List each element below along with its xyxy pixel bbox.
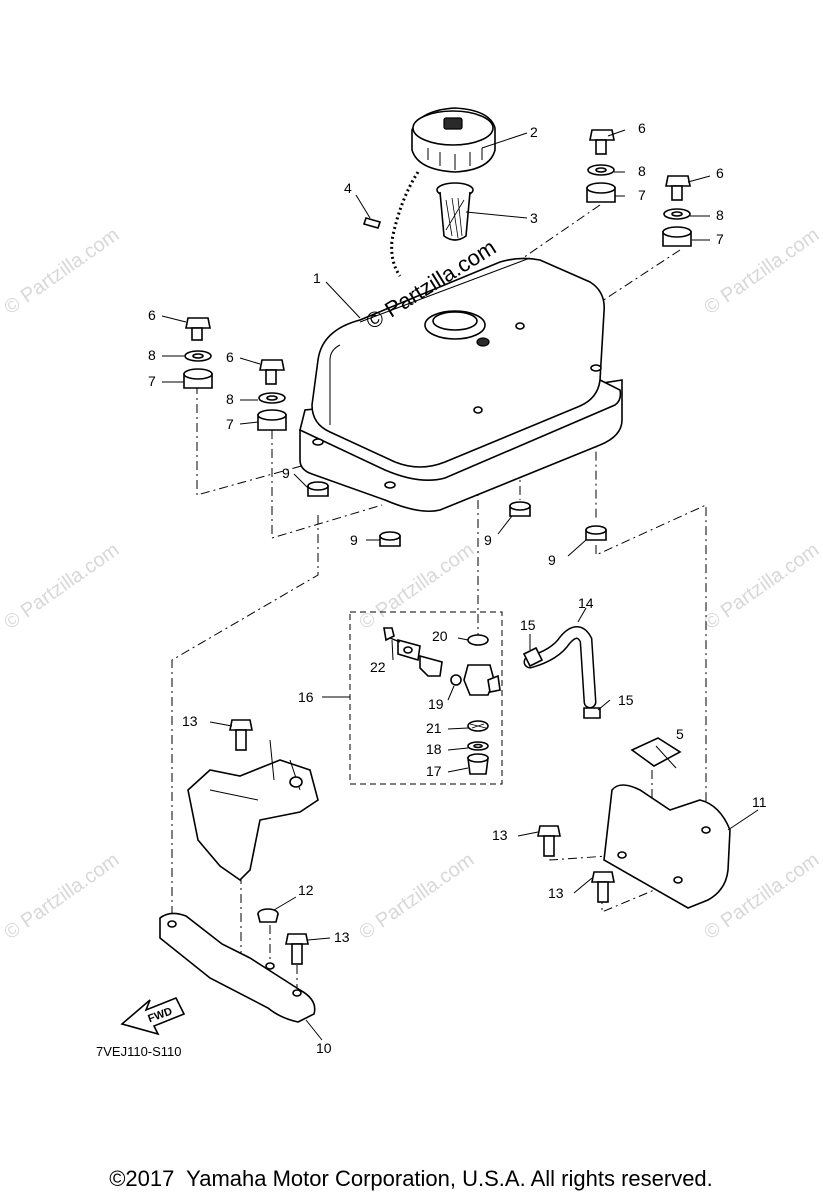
fuel-cap xyxy=(411,107,496,173)
bolt-washer-grommet-stack-mid xyxy=(257,359,287,431)
watermark-tile: © Partzilla.com xyxy=(355,849,478,944)
callout-8: 8 xyxy=(716,207,724,223)
callout-6: 6 xyxy=(226,349,234,365)
callouts: 1 2 3 4 5 6 8 7 6 8 7 6 8 7 6 8 7 9 9 9 … xyxy=(148,120,767,1056)
fuel-tank xyxy=(299,257,623,513)
cap-chain xyxy=(390,171,420,277)
watermark-tile: © Partzilla.com xyxy=(700,539,823,634)
callout-15: 15 xyxy=(618,692,634,708)
callout-9: 9 xyxy=(350,532,358,548)
leader-lines xyxy=(161,129,759,1041)
callout-20: 20 xyxy=(432,628,448,644)
callout-8: 8 xyxy=(148,347,156,363)
pad-5 xyxy=(630,737,682,767)
callout-7: 7 xyxy=(638,187,646,203)
callout-9: 9 xyxy=(282,465,290,481)
callout-5: 5 xyxy=(676,726,684,742)
callout-8: 8 xyxy=(638,163,646,179)
copyright-notice: ©2017 Yamaha Motor Corporation, U.S.A. A… xyxy=(109,1166,713,1191)
diagram-code: 7VEJ110-S110 xyxy=(96,1044,182,1059)
fuel-strainer xyxy=(436,182,474,241)
callout-9: 9 xyxy=(484,532,492,548)
callout-2: 2 xyxy=(530,124,538,140)
callout-7: 7 xyxy=(716,231,724,247)
watermark-tile: © Partzilla.com xyxy=(0,224,123,319)
chain-clip xyxy=(362,217,382,229)
callout-3: 3 xyxy=(530,210,538,226)
fwd-arrow: FWD xyxy=(120,996,186,1036)
callout-16: 16 xyxy=(298,689,314,705)
fuel-hose xyxy=(522,626,601,719)
callout-13: 13 xyxy=(334,929,350,945)
callout-7: 7 xyxy=(226,416,234,432)
callout-7: 7 xyxy=(148,373,156,389)
callout-4: 4 xyxy=(344,180,352,196)
bracket-right xyxy=(603,784,731,909)
watermark-tile: © Partzilla.com xyxy=(0,539,123,634)
callout-8: 8 xyxy=(226,391,234,407)
callout-13: 13 xyxy=(182,713,198,729)
callout-13: 13 xyxy=(492,827,508,843)
bolt-washer-grommet-stack-right-1 xyxy=(586,129,616,203)
callout-11: 11 xyxy=(752,794,767,810)
callout-17: 17 xyxy=(426,763,442,779)
callout-6: 6 xyxy=(716,165,724,181)
callout-19: 19 xyxy=(428,696,444,712)
callout-10: 10 xyxy=(316,1040,332,1056)
control-bracket-assembly xyxy=(187,739,319,882)
watermark-tile: © Partzilla.com xyxy=(355,539,478,634)
callout-9: 9 xyxy=(548,552,556,568)
callout-12: 12 xyxy=(298,882,314,898)
fuel-cock xyxy=(383,627,501,775)
bracket-left xyxy=(159,912,316,1023)
callout-1: 1 xyxy=(313,270,321,286)
callout-18: 18 xyxy=(426,741,442,757)
callout-22: 22 xyxy=(370,659,386,675)
fuel-cock-assembly-box xyxy=(349,611,503,785)
callout-21: 21 xyxy=(426,720,442,736)
cap-12 xyxy=(257,908,279,923)
callout-6: 6 xyxy=(638,120,646,136)
bolts-13 xyxy=(229,719,615,965)
callout-6: 6 xyxy=(148,307,156,323)
watermark-tile: © Partzilla.com xyxy=(0,849,123,944)
callout-13: 13 xyxy=(548,885,564,901)
bolt-washer-grommet-stack-left xyxy=(183,317,213,389)
dampers xyxy=(307,481,607,547)
callout-14: 14 xyxy=(578,595,594,611)
bolt-washer-grommet-stack-right-2 xyxy=(662,175,692,247)
callout-15: 15 xyxy=(520,617,536,633)
